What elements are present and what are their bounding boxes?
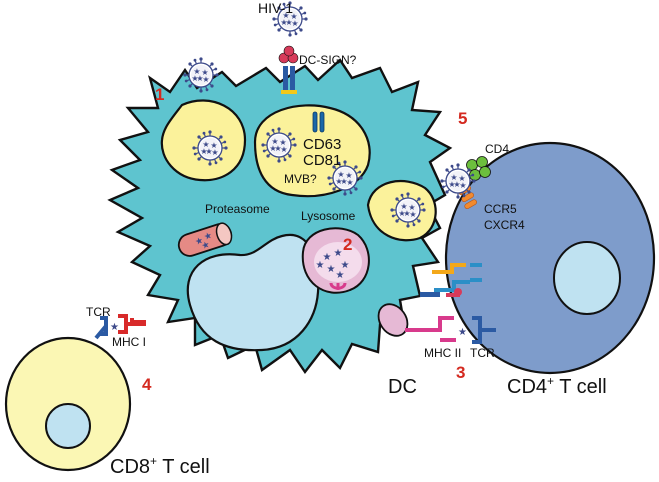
- lysosome: ★★★ ★★★: [301, 227, 370, 294]
- step-5-number: 5: [458, 109, 467, 128]
- compartment-label: MVB?: [284, 172, 317, 186]
- svg-text:★: ★: [334, 248, 343, 259]
- cd4-nucleus: [553, 241, 621, 315]
- tcr-left-label: TCR: [86, 305, 111, 319]
- cd4-receptor-label: CD4: [485, 142, 509, 156]
- svg-text:★: ★: [327, 264, 336, 275]
- svg-text:★: ★: [341, 260, 350, 271]
- svg-text:★: ★: [203, 231, 214, 243]
- mhc1-tcr-complex-icon: ★: [94, 314, 146, 340]
- svg-text:★: ★: [323, 252, 332, 263]
- cd8-cell-label: CD8+ T cell: [110, 454, 210, 478]
- coreceptor-1-label: CCR5: [484, 202, 517, 216]
- receptor-label: DC-SIGN?: [299, 53, 357, 67]
- cd4-receptor-icon: [466, 156, 491, 181]
- svg-text:★: ★: [458, 327, 467, 338]
- svg-text:★: ★: [110, 322, 119, 333]
- cd4-cell-label: CD4+ T cell: [507, 374, 607, 398]
- dc-sign-receptor-icon: [278, 45, 299, 94]
- cd4-t-cell: [444, 141, 656, 375]
- mhc2-label: MHC II: [424, 346, 461, 360]
- svg-text:★: ★: [316, 260, 325, 271]
- step-4-number: 4: [142, 375, 152, 394]
- tetraspanin-icon: [312, 111, 325, 133]
- lysosome-label: Lysosome: [301, 209, 356, 223]
- dc-label: DC: [388, 376, 417, 398]
- tetraspanin-1-label: CD63: [303, 136, 341, 153]
- mhc2-tcr-complex-icon: ★: [405, 316, 496, 344]
- step-1-number: 1: [155, 85, 164, 104]
- mhc1-label: MHC I: [112, 335, 146, 349]
- proteasome: ★★★: [177, 222, 233, 257]
- dc-protrusion: [377, 303, 409, 337]
- adhesion-molecules-icon: [420, 263, 482, 297]
- proteasome-label: Proteasome: [205, 202, 270, 216]
- svg-text:★: ★: [336, 270, 345, 281]
- step-2-number: 2: [343, 235, 352, 254]
- coreceptor-2-label: CXCR4: [484, 218, 525, 232]
- virus-label: HIV-1: [258, 0, 293, 16]
- tetraspanin-2-label: CD81: [303, 152, 341, 169]
- svg-text:★: ★: [201, 240, 212, 252]
- cd8-nucleus: [45, 403, 91, 449]
- tcr-right-label: TCR: [470, 346, 495, 360]
- svg-text:★: ★: [194, 236, 205, 248]
- step-3-number: 3: [456, 363, 465, 382]
